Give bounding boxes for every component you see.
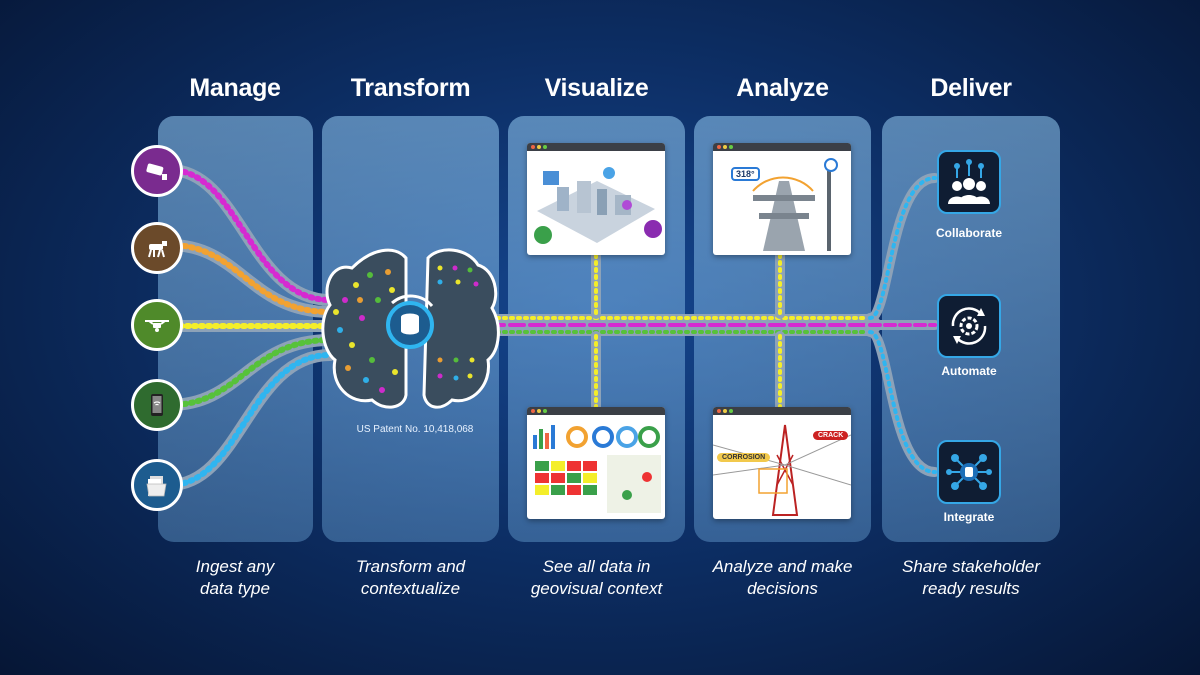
drone-icon — [131, 299, 183, 351]
smartphone-icon — [131, 379, 183, 431]
output-label-collaborate: Collaborate — [935, 226, 1002, 240]
dashboard-charts-icon — [533, 425, 661, 513]
caption-transform: Transform and contextualize — [355, 557, 466, 598]
output-label-automate: Automate — [941, 364, 997, 378]
pipe-out-collaborate — [865, 173, 940, 323]
people-network-icon — [937, 150, 1001, 214]
visualize-3d-plant-screenshot — [527, 143, 665, 255]
caption-manage: Ingest any data type — [195, 557, 275, 598]
stage-title-visualize: Visualize — [544, 74, 649, 102]
window-titlebar — [527, 143, 665, 151]
angle-readout: 318° — [731, 167, 760, 181]
stage-title-analyze: Analyze — [736, 74, 829, 102]
caption-analyze: Analyze and make decisions — [712, 557, 853, 598]
visualize-dashboard-screenshot — [527, 407, 665, 519]
window-titlebar — [713, 407, 851, 415]
output-label-integrate: Integrate — [943, 510, 995, 524]
brain-icon — [321, 248, 500, 409]
corrosion-tag: CORROSION — [717, 453, 771, 462]
window-titlebar — [713, 143, 851, 151]
tower-structure-icon — [752, 158, 838, 251]
caption-deliver: Share stakeholder ready results — [902, 557, 1040, 598]
analyze-tower-measure-screenshot: 318° — [713, 143, 851, 255]
documents-icon — [131, 459, 183, 511]
analyze-inspection-screenshot: CRACK CORROSION — [713, 407, 851, 519]
stage-title-transform: Transform — [350, 74, 471, 102]
stage-title-deliver: Deliver — [930, 74, 1012, 102]
robot-dog-icon — [131, 222, 183, 274]
caption-visualize: See all data in geovisual context — [530, 557, 663, 598]
stage-title-manage: Manage — [189, 74, 281, 102]
window-titlebar — [527, 407, 665, 415]
security-camera-icon — [131, 145, 183, 197]
patent-number: US Patent No. 10,418,068 — [356, 424, 474, 435]
pipe-out-integrate — [865, 327, 940, 477]
database-hub-icon — [937, 440, 1001, 504]
gear-cycle-icon — [937, 294, 1001, 358]
3d-facility-icon — [534, 167, 662, 244]
crack-tag: CRACK — [813, 431, 849, 440]
power-tower-icon — [713, 424, 851, 516]
